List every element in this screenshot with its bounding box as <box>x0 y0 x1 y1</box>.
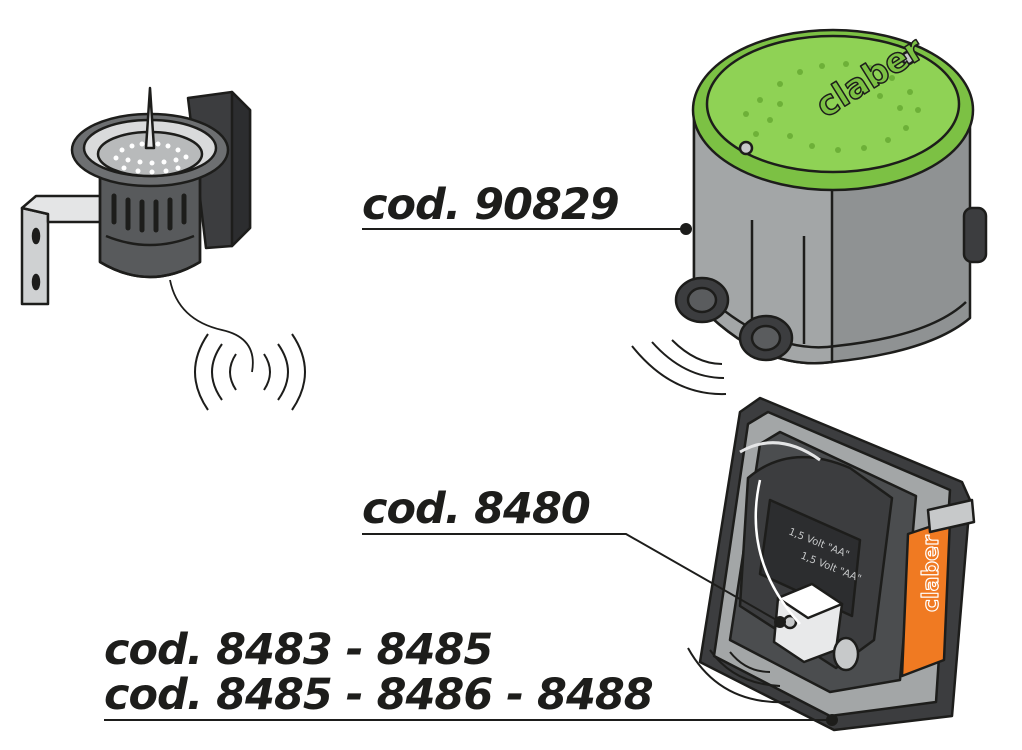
controller-icon: 1,5 Volt "AA" 1,5 Volt "AA" claber <box>687 396 976 732</box>
valve-box-icon: claber <box>631 28 988 396</box>
rain-sensor-icon <box>20 86 254 373</box>
leader-dot-8480 <box>774 616 786 628</box>
leader-dot-90829 <box>680 223 692 235</box>
code-label-90829: cod. 90829 <box>362 180 620 230</box>
panel-logo: claber <box>919 535 944 612</box>
leader-line-8480 <box>362 533 781 623</box>
wireless-signal-icon <box>194 333 306 411</box>
code-label-8483-8485: cod. 8483 - 8485 <box>104 625 493 675</box>
leader-dot-8485 <box>826 714 838 726</box>
code-label-8485-8486-8488: cod. 8485 - 8486 - 8488 <box>104 670 654 720</box>
code-label-8480: cod. 8480 <box>362 484 591 534</box>
leader-lines <box>104 223 838 726</box>
